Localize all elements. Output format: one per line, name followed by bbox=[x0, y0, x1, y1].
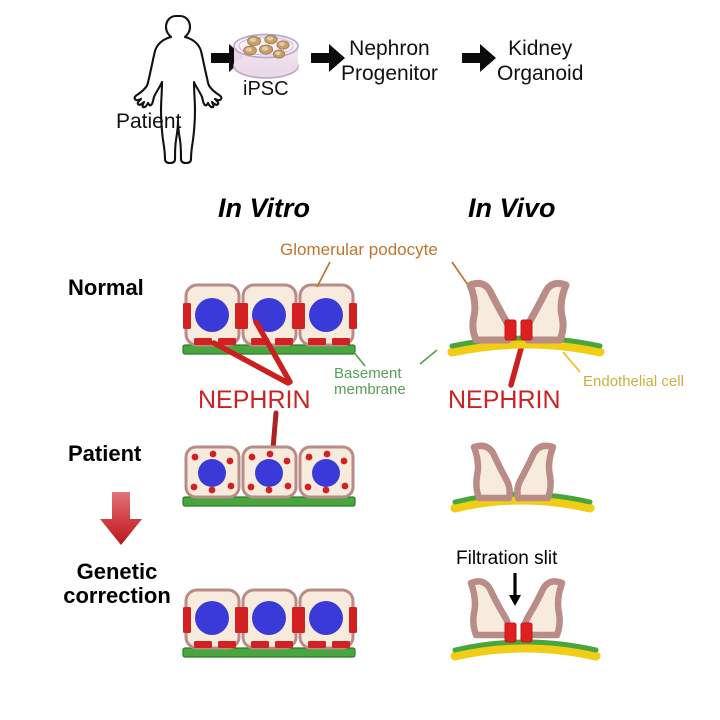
in-vivo-normal-podocytes bbox=[447, 280, 605, 357]
annotation-filtration-slit: Filtration slit bbox=[456, 548, 558, 569]
podocyte-cell bbox=[184, 445, 241, 499]
in-vivo-corrected-podocytes bbox=[450, 578, 601, 661]
row-label-normal: Normal bbox=[68, 275, 144, 300]
podocyte-cell bbox=[298, 445, 355, 499]
annotation-nephrin-in-vivo: NEPHRIN bbox=[448, 386, 561, 414]
in-vitro-patient-cells bbox=[182, 445, 356, 507]
nephron-line2: Progenitor bbox=[341, 62, 438, 85]
black-right-arrow-icon-2 bbox=[311, 44, 345, 72]
pipeline-label-kidney-organoid: Kidney Organoid bbox=[497, 36, 583, 86]
in-vitro-corrected-cells bbox=[182, 588, 357, 658]
leader-line-podocyte-invitro bbox=[316, 261, 331, 288]
podocyte-cell bbox=[240, 588, 300, 650]
genetic-line2: correction bbox=[63, 583, 171, 608]
pipeline-label-ipsc: iPSC bbox=[243, 78, 289, 100]
column-header-in-vitro: In Vitro bbox=[218, 193, 310, 223]
annotation-nephrin-in-vitro: NEPHRIN bbox=[198, 386, 311, 414]
kidney-line1: Kidney bbox=[508, 37, 573, 60]
podocyte-cell bbox=[240, 283, 300, 347]
podocyte-cell bbox=[297, 588, 357, 650]
basement-line1: Basement bbox=[334, 365, 402, 382]
podocyte-cell bbox=[183, 283, 243, 347]
row-label-genetic-correction: Genetic correction bbox=[57, 560, 177, 608]
leader-line-endothelial bbox=[562, 351, 581, 373]
column-header-in-vivo: In Vivo bbox=[468, 193, 556, 223]
nephrin-pointer-invitro bbox=[211, 319, 293, 386]
leader-line-basement-membrane bbox=[351, 349, 366, 367]
basement-line2: membrane bbox=[334, 381, 406, 398]
petri-dish-icon bbox=[233, 33, 299, 79]
podocyte-cell bbox=[241, 445, 298, 499]
row-label-patient: Patient bbox=[68, 441, 142, 466]
genetic-line1: Genetic bbox=[76, 559, 158, 584]
black-right-arrow-icon-3 bbox=[462, 44, 496, 72]
podocyte-cell bbox=[183, 588, 243, 650]
red-down-arrow-icon bbox=[100, 492, 142, 545]
pipeline-label-nephron-progenitor: Nephron Progenitor bbox=[341, 36, 438, 86]
annotation-basement-membrane: Basement membrane bbox=[334, 366, 406, 398]
annotation-glomerular-podocyte: Glomerular podocyte bbox=[280, 240, 438, 259]
filtration-slit-arrow-icon bbox=[509, 573, 521, 606]
kidney-line2: Organoid bbox=[497, 62, 584, 85]
in-vivo-patient-podocytes bbox=[450, 442, 595, 513]
nephron-line1: Nephron bbox=[349, 37, 430, 60]
podocyte-cell bbox=[297, 283, 357, 347]
in-vitro-normal-cells bbox=[182, 283, 357, 355]
pipeline-label-patient: Patient bbox=[116, 110, 182, 133]
human-body-silhouette-icon bbox=[133, 14, 223, 165]
annotation-endothelial-cell: Endothelial cell bbox=[583, 373, 684, 390]
leader-line-basement-membrane-invivo bbox=[419, 349, 438, 365]
